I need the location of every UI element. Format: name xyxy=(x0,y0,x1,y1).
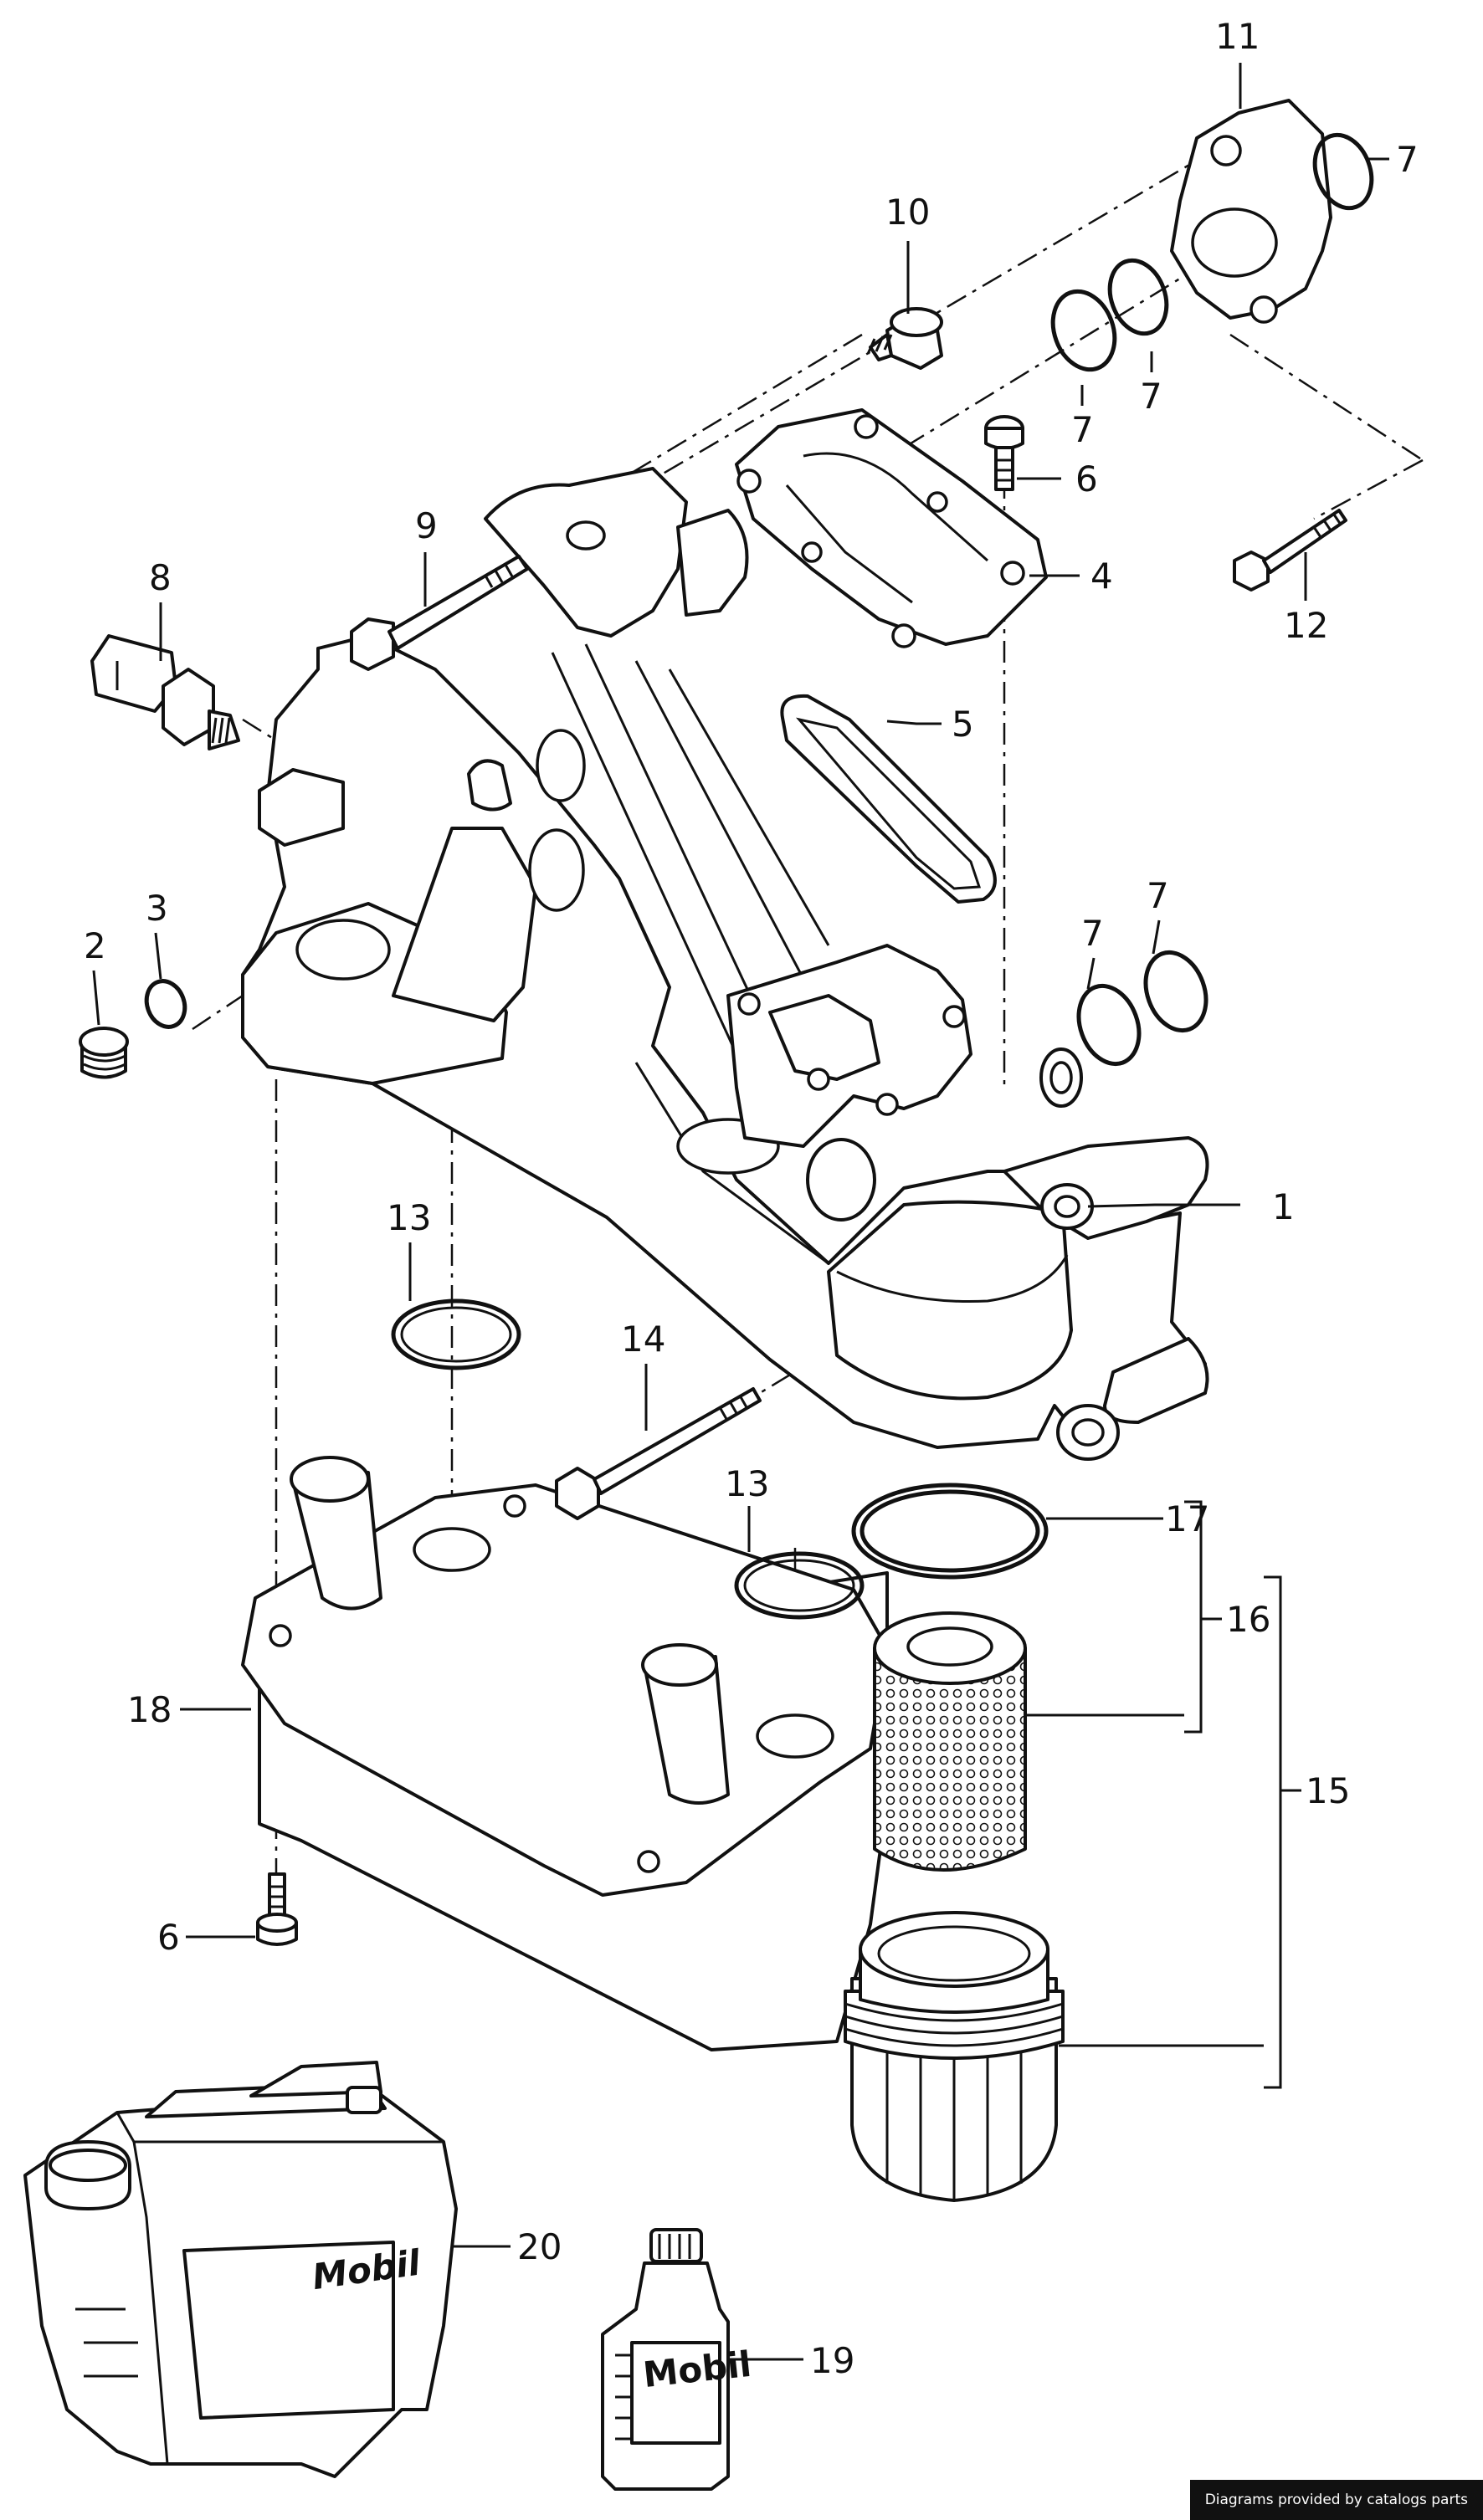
callout-6: 6 xyxy=(1075,458,1098,499)
callout-7: 7 xyxy=(1147,875,1169,916)
o-rings xyxy=(144,132,1374,1067)
drain-plug-2 xyxy=(79,1027,129,1079)
filter-housing-cap xyxy=(844,1911,1065,2202)
oil-filter-housing xyxy=(241,467,1209,1461)
bolt-9 xyxy=(350,555,529,671)
bolt-12 xyxy=(1233,509,1347,592)
bolt-14 xyxy=(555,1387,762,1520)
plug-screw-10 xyxy=(866,307,943,370)
callout-7: 7 xyxy=(1071,409,1094,450)
oil-cooler xyxy=(241,1456,889,2051)
callout-1: 1 xyxy=(1272,1186,1295,1227)
oil-canister: Mobil xyxy=(23,2061,458,2478)
callout-16: 16 xyxy=(1226,1599,1270,1640)
filter-element xyxy=(873,1611,1027,1872)
callout-labels: 11 7 10 7 7 6 9 4 8 12 5 3 2 7 7 1 13 14… xyxy=(84,16,1419,2381)
oil-pressure-sensor xyxy=(90,634,240,750)
callout-19: 19 xyxy=(810,2340,854,2381)
callout-4: 4 xyxy=(1090,556,1113,597)
leader-lines xyxy=(92,63,1389,2361)
screw-6-lower xyxy=(256,1872,298,1946)
end-flange xyxy=(1170,99,1332,324)
callout-8: 8 xyxy=(149,557,172,598)
callout-7: 7 xyxy=(1140,376,1162,417)
callout-18: 18 xyxy=(127,1689,172,1730)
callout-15: 15 xyxy=(1306,1770,1350,1811)
retaining-rings xyxy=(391,1298,865,1620)
diagram-credit: Diagrams provided by catalogs parts xyxy=(1189,2480,1483,2520)
callout-7: 7 xyxy=(1396,139,1419,180)
group-brackets xyxy=(1184,1500,1282,2089)
callout-13: 13 xyxy=(725,1463,769,1504)
callout-12: 12 xyxy=(1284,605,1328,646)
cover-gasket xyxy=(780,694,997,904)
callout-14: 14 xyxy=(621,1319,665,1360)
filter-cap-o-ring xyxy=(851,1483,1049,1580)
callout-11: 11 xyxy=(1215,16,1260,57)
oil-bottle: Mobil xyxy=(601,2228,753,2491)
callout-6: 6 xyxy=(157,1917,180,1958)
callout-2: 2 xyxy=(84,925,106,966)
callout-3: 3 xyxy=(146,888,168,929)
callout-5: 5 xyxy=(952,704,974,745)
callout-9: 9 xyxy=(415,505,438,546)
screw-6-upper xyxy=(984,415,1024,491)
callout-20: 20 xyxy=(517,2226,562,2267)
callout-13: 13 xyxy=(387,1197,431,1238)
upper-cover xyxy=(735,408,1048,648)
callout-17: 17 xyxy=(1165,1498,1209,1539)
callout-7: 7 xyxy=(1081,913,1104,954)
callout-10: 10 xyxy=(885,192,930,233)
